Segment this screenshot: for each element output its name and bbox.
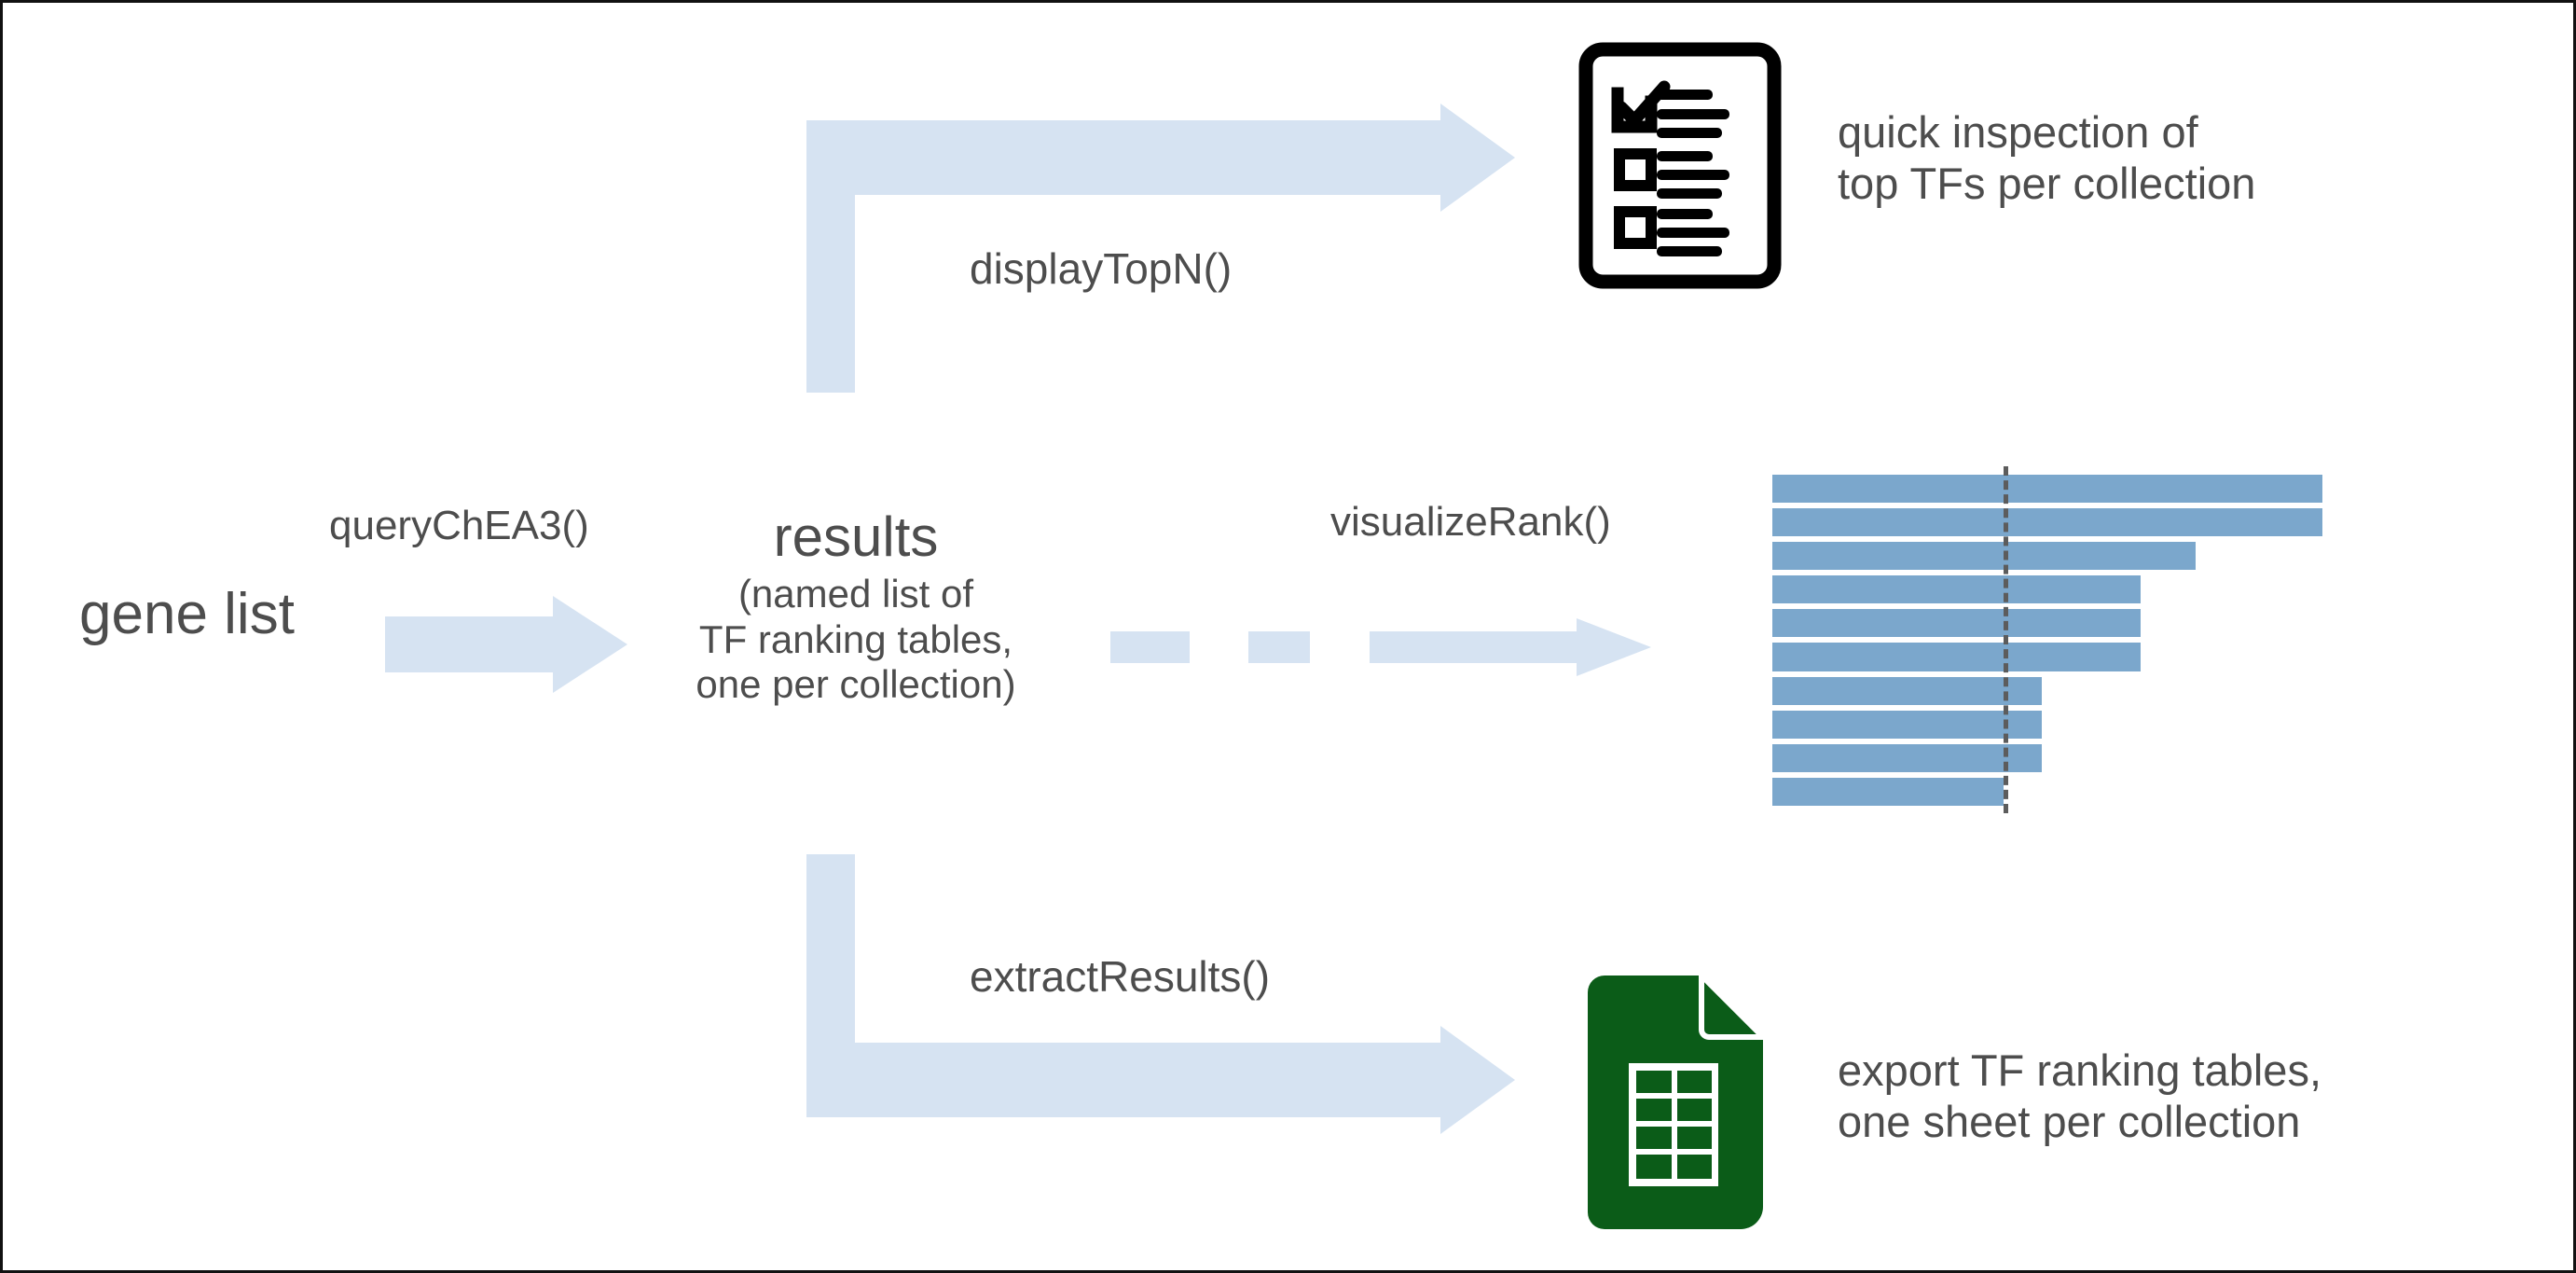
bar — [1772, 710, 2043, 739]
extract-results-function-label: extractResults() — [970, 952, 1271, 1001]
checklist-output-caption: quick inspection of top TFs per collecti… — [1838, 107, 2256, 208]
bar-row — [1772, 777, 2322, 806]
chart-threshold-line — [2003, 466, 2008, 813]
arrow-results-to-barchart — [1110, 618, 1651, 676]
bar-row — [1772, 643, 2322, 671]
checklist-document-icon — [1578, 42, 1782, 289]
gene-list-label: gene list — [79, 582, 295, 646]
bar — [1772, 643, 2142, 671]
visualize-rank-function-label: visualizeRank() — [1330, 499, 1611, 545]
bar — [1772, 676, 2043, 705]
bar-row — [1772, 575, 2322, 604]
bar-row — [1772, 710, 2322, 739]
bar — [1772, 542, 2197, 571]
arrow-gene-list-to-results — [385, 596, 627, 693]
tf-rank-bar-chart — [1772, 475, 2322, 806]
results-node-title: results — [773, 505, 939, 568]
spreadsheet-document-icon — [1588, 976, 1763, 1229]
bar — [1772, 508, 2322, 537]
results-node-subtitle: (named list of TF ranking tables, one pe… — [696, 572, 1016, 707]
bar-row — [1772, 508, 2322, 537]
bar-row — [1772, 609, 2322, 638]
display-top-n-function-label: displayTopN() — [970, 244, 1233, 293]
bar — [1772, 475, 2322, 504]
bar-row — [1772, 676, 2322, 705]
bar — [1772, 575, 2142, 604]
bar — [1772, 609, 2142, 638]
bar — [1772, 743, 2043, 772]
query-chea3-function-label: queryChEA3() — [329, 503, 589, 548]
bar-row — [1772, 475, 2322, 504]
arrow-results-to-spreadsheet — [806, 854, 1515, 1134]
bar — [1772, 777, 2004, 806]
arrow-results-to-checklist — [806, 104, 1515, 393]
bar-row — [1772, 542, 2322, 571]
spreadsheet-output-caption: export TF ranking tables, one sheet per … — [1838, 1045, 2321, 1146]
bar-row — [1772, 743, 2322, 772]
